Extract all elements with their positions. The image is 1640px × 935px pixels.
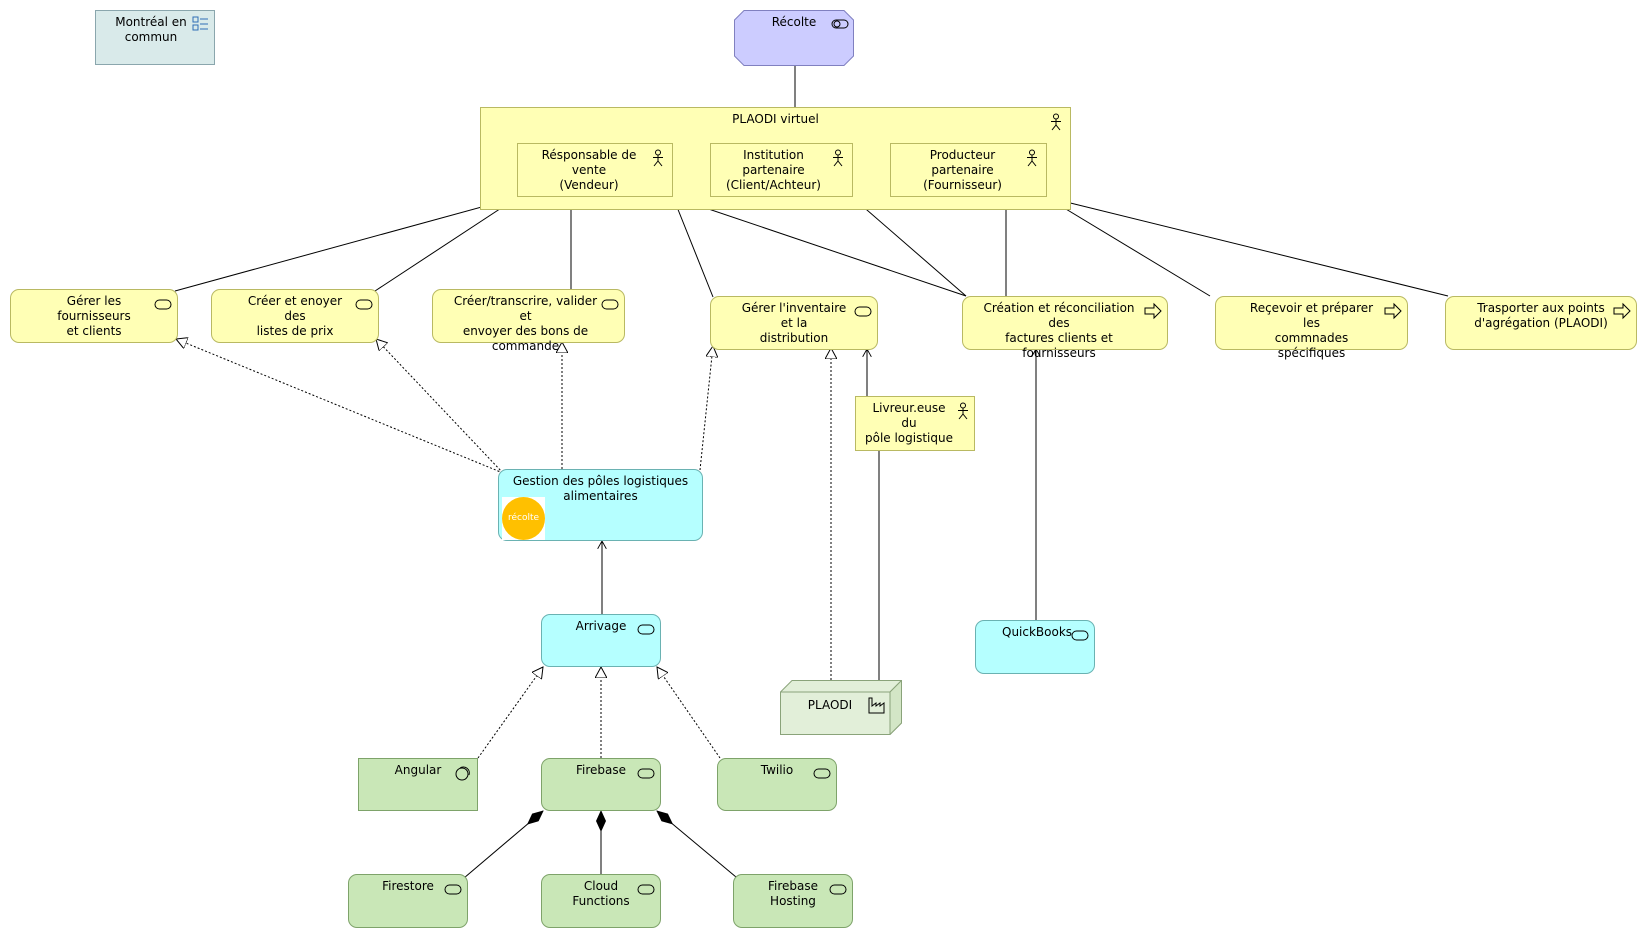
app-service-arrivage-label: Arrivage — [575, 619, 627, 633]
role-producer[interactable]: Producteur partenaire (Fournisseur) — [890, 143, 1047, 197]
role-delivery-label: Livreur.euse du pôle logistique — [864, 401, 953, 445]
service-manage-suppliers-label: Gérer les fournisseurs et clients — [57, 294, 131, 338]
grouping-montreal-en-commun[interactable]: Montréal en commun — [95, 10, 215, 65]
process-receive-orders[interactable]: Reçevoir et préparer les commnades spéci… — [1215, 296, 1408, 360]
service-icon — [355, 299, 373, 310]
app-service-arrivage[interactable]: Arrivage — [541, 614, 661, 667]
app-service-quickbooks[interactable]: QuickBooks — [975, 620, 1095, 674]
tech-angular-label: Angular — [394, 763, 442, 777]
actor-icon — [1051, 113, 1061, 131]
role-seller[interactable]: Résponsable de vente (Vendeur) — [517, 143, 673, 197]
edge-app-manage — [176, 339, 504, 474]
tech-twilio-label: Twilio — [760, 763, 794, 777]
edge-app-prices — [376, 339, 504, 474]
recolte-logo: récolte — [502, 497, 545, 540]
facility-shape — [780, 680, 902, 735]
edge-institution-invoices — [851, 196, 967, 297]
actor-icon — [653, 149, 663, 167]
edge-producer-transport — [1045, 196, 1449, 297]
tech-firestore[interactable]: Firestore — [348, 874, 468, 928]
edge-hosting-firebase — [656, 810, 737, 878]
process-arrow-icon — [1613, 302, 1631, 320]
edge-producer-receive — [1045, 196, 1211, 297]
service-icon — [813, 768, 831, 779]
collaboration-label: PLAODI virtuel — [732, 112, 819, 126]
service-price-lists[interactable]: Créer et enoyer des listes de prix — [211, 289, 379, 343]
edge-seller-invoices — [672, 196, 967, 297]
grouping-icon — [192, 16, 208, 31]
actor-icon — [1027, 149, 1037, 167]
tech-firebase-hosting-label: Firebase Hosting — [767, 879, 819, 908]
process-arrow-icon — [1384, 302, 1402, 320]
actor-icon — [958, 402, 968, 420]
edge-twilio-arrivage — [657, 667, 721, 759]
service-icon — [444, 884, 462, 895]
role-producer-label: Producteur partenaire (Fournisseur) — [923, 148, 1002, 192]
role-delivery[interactable]: Livreur.euse du pôle logistique — [855, 396, 975, 451]
process-receive-orders-label: Reçevoir et préparer les commnades spéci… — [1249, 301, 1374, 360]
edge-app-inventory — [699, 346, 713, 471]
service-icon — [637, 624, 655, 635]
edge-angular-arrivage — [477, 667, 543, 759]
tech-cloud-functions[interactable]: Cloud Functions — [541, 874, 661, 928]
service-icon — [854, 306, 872, 317]
role-seller-label: Résponsable de vente (Vendeur) — [541, 148, 637, 192]
tech-firebase[interactable]: Firebase — [541, 758, 661, 811]
service-icon — [829, 884, 847, 895]
service-inventory-label: Gérer l'inventaire et la distribution — [741, 301, 847, 345]
service-icon — [637, 884, 655, 895]
tech-firebase-label: Firebase — [575, 763, 627, 777]
application-logistics-label: Gestion des pôles logistiques alimentair… — [512, 474, 689, 503]
tech-angular[interactable]: Angular — [358, 758, 478, 811]
facility-label: PLAODI — [807, 698, 853, 712]
service-icon — [154, 299, 172, 310]
recolte-logo-text: récolte — [502, 497, 545, 540]
factory-icon — [868, 697, 885, 714]
edge-seller-prices — [374, 196, 519, 292]
service-purchase-orders-label: Créer/transcrire, valider et envoyer des… — [453, 294, 598, 353]
service-purchase-orders[interactable]: Créer/transcrire, valider et envoyer des… — [432, 289, 625, 353]
actor-icon — [833, 149, 843, 167]
edge-seller-inventory — [672, 196, 714, 298]
application-logistics[interactable]: Gestion des pôles logistiques alimentair… — [498, 469, 703, 541]
process-invoices-label: Création et réconciliation des factures … — [983, 301, 1135, 360]
tech-twilio[interactable]: Twilio — [717, 758, 837, 811]
edge-seller-manage — [174, 196, 519, 292]
process-arrow-icon — [1144, 302, 1162, 320]
service-icon — [831, 19, 849, 29]
service-inventory[interactable]: Gérer l'inventaire et la distribution — [710, 296, 878, 350]
tech-firestore-label: Firestore — [382, 879, 434, 893]
role-institution-label: Institution partenaire (Client/Achteur) — [726, 148, 821, 192]
product-recolte[interactable]: Récolte — [734, 10, 854, 66]
role-institution[interactable]: Institution partenaire (Client/Achteur) — [710, 143, 853, 197]
service-icon — [1071, 630, 1089, 641]
process-transport-label: Trasporter aux points d'agrégation (PLAO… — [1474, 301, 1608, 330]
app-service-quickbooks-label: QuickBooks — [1002, 625, 1073, 639]
facility-plaodi[interactable]: PLAODI — [780, 680, 902, 735]
service-icon — [601, 299, 619, 310]
service-icon — [637, 768, 655, 779]
system-software-icon — [455, 766, 470, 781]
grouping-label: Montréal en commun — [115, 15, 187, 44]
service-manage-suppliers[interactable]: Gérer les fournisseurs et clients — [10, 289, 178, 343]
tech-cloud-functions-label: Cloud Functions — [572, 879, 630, 908]
process-transport[interactable]: Trasporter aux points d'agrégation (PLAO… — [1445, 296, 1637, 350]
service-price-lists-label: Créer et enoyer des listes de prix — [247, 294, 343, 338]
edge-firestore-firebase — [463, 810, 544, 879]
product-shape — [734, 10, 854, 66]
process-invoices[interactable]: Création et réconciliation des factures … — [962, 296, 1168, 360]
product-label: Récolte — [771, 15, 817, 29]
tech-firebase-hosting[interactable]: Firebase Hosting — [733, 874, 853, 928]
